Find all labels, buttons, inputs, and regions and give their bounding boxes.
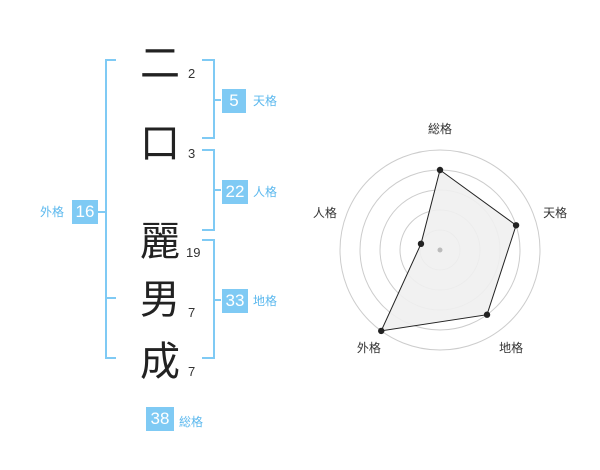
radar-axis-label-3: 地格 xyxy=(499,340,524,355)
radar-axis-label-5: 人格 xyxy=(312,205,337,220)
name-char-2: 口 xyxy=(140,121,180,167)
radar-grid-ring-5 xyxy=(339,149,541,351)
tenkaku-label: 天格 xyxy=(253,94,278,108)
stroke-count-4: 7 xyxy=(188,305,196,320)
radar-point-3 xyxy=(483,311,491,318)
chikaku-bracket xyxy=(202,239,221,359)
radar-center-dot xyxy=(437,247,443,253)
jinkaku-bracket xyxy=(202,149,221,231)
radar-axis-label-4: 外格 xyxy=(356,340,381,355)
radar-series-polygon xyxy=(380,169,517,332)
gaikaku-bracket xyxy=(98,59,116,359)
stroke-count-2: 3 xyxy=(188,146,196,161)
name-char-4: 男 xyxy=(140,277,180,323)
radar-axis-label-1: 総格 xyxy=(427,122,453,136)
radar-point-5 xyxy=(417,240,425,248)
tenkaku-bracket xyxy=(202,59,221,139)
radar-point-2 xyxy=(512,222,520,229)
name-char-5: 成 xyxy=(140,339,180,385)
tenkaku-value: 5 xyxy=(222,89,246,113)
stroke-count-5: 7 xyxy=(188,364,196,379)
gaikaku-label: 外格 xyxy=(40,205,65,219)
stroke-count-3: 19 xyxy=(186,245,201,260)
jinkaku-value: 22 xyxy=(222,180,248,204)
chikaku-label: 地格 xyxy=(253,294,278,308)
gaikaku-value: 16 xyxy=(72,200,98,224)
soukaku-value: 38 xyxy=(146,407,174,431)
chikaku-value: 33 xyxy=(222,289,248,313)
radar-point-1 xyxy=(436,166,444,174)
soukaku-label: 総格 xyxy=(179,415,204,429)
stroke-count-1: 2 xyxy=(188,66,196,81)
jinkaku-label: 人格 xyxy=(253,185,278,199)
radar-point-4 xyxy=(378,327,385,335)
name-char-1: 二 xyxy=(140,41,180,87)
radar-axis-label-2: 天格 xyxy=(543,205,568,220)
name-char-3: 麗 xyxy=(140,219,180,265)
